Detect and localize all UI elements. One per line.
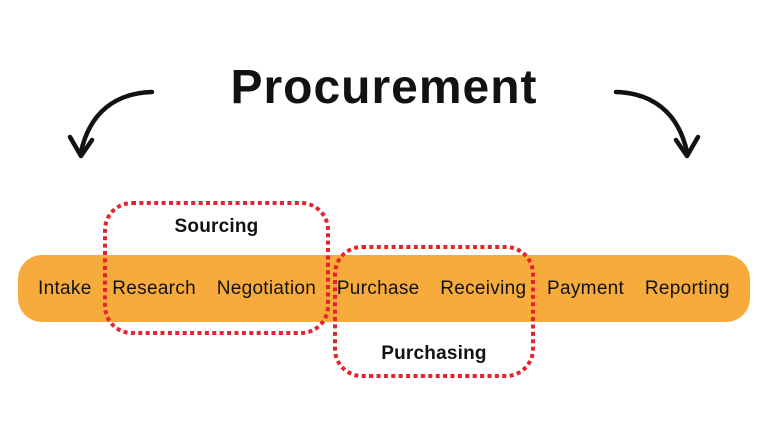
sourcing-group-outline: Sourcing [103, 201, 330, 335]
step-payment: Payment [547, 277, 625, 299]
step-intake: Intake [38, 277, 92, 299]
dotted-border [333, 245, 535, 378]
process-bar: Intake Research Negotiation Purchase Rec… [18, 255, 750, 322]
step-reporting: Reporting [644, 277, 730, 299]
curved-arrow-right-icon [613, 89, 701, 159]
curved-arrow-left-icon [67, 89, 155, 159]
step-negotiation: Negotiation [216, 277, 317, 299]
page-title: Procurement [230, 61, 538, 114]
purchasing-group-outline: Purchasing [333, 245, 535, 378]
dotted-border [103, 201, 330, 335]
purchasing-group-label: Purchasing [381, 343, 487, 364]
step-receiving: Receiving [440, 277, 527, 299]
sourcing-group-label: Sourcing [174, 216, 259, 237]
step-purchase: Purchase [336, 277, 420, 299]
step-research: Research [112, 277, 196, 299]
